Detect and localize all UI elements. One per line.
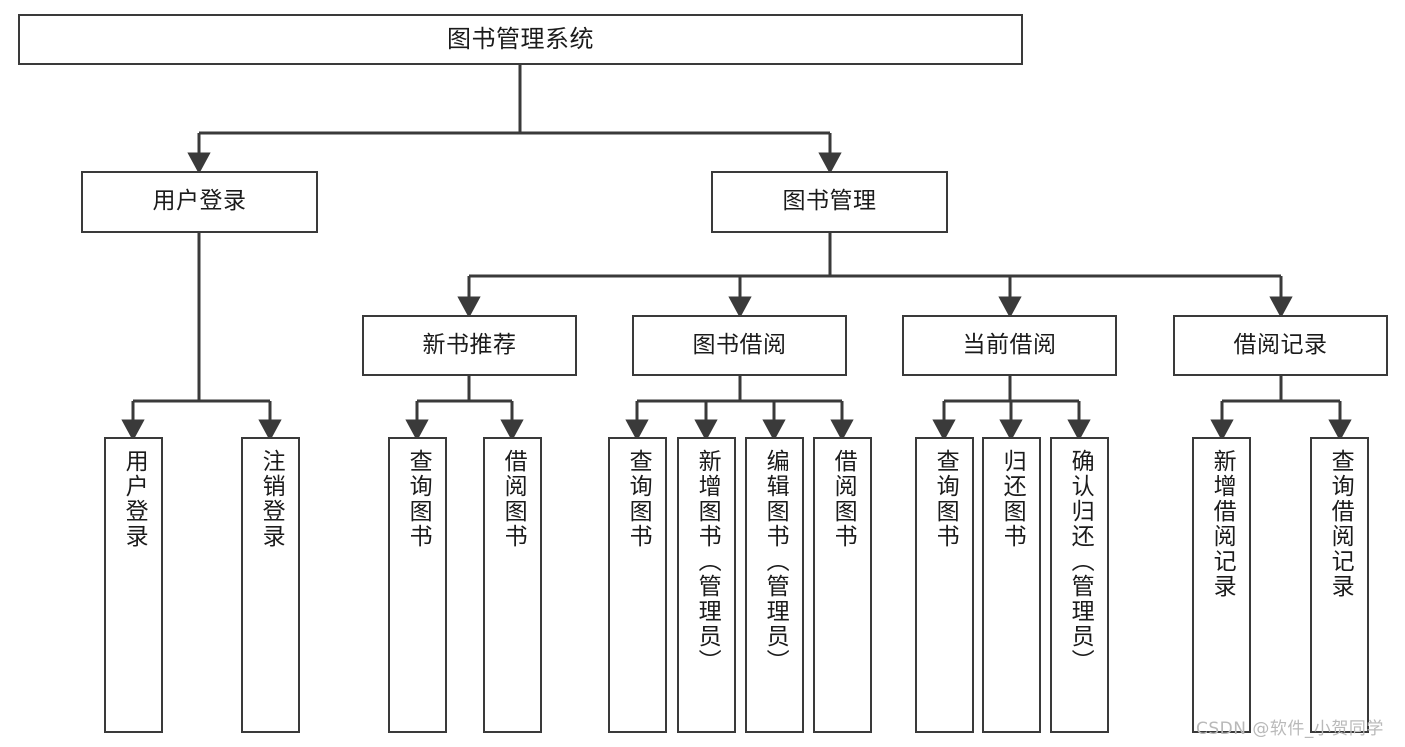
leaf-add-record[interactable]: 新增借阅记录 bbox=[1192, 437, 1251, 733]
node-label: 借阅图书 bbox=[830, 449, 857, 549]
leaf-edit-book[interactable]: 编辑图书（管理员） bbox=[745, 437, 804, 733]
leaf-return-book[interactable]: 归还图书 bbox=[982, 437, 1041, 733]
node-label: 确认归还（管理员） bbox=[1067, 449, 1094, 674]
node-new-book-recommend[interactable]: 新书推荐 bbox=[362, 315, 577, 376]
leaf-user-logout[interactable]: 注销登录 bbox=[241, 437, 300, 733]
node-label: 编辑图书（管理员） bbox=[762, 449, 789, 674]
node-current-borrow[interactable]: 当前借阅 bbox=[902, 315, 1117, 376]
leaf-query-record[interactable]: 查询借阅记录 bbox=[1310, 437, 1369, 733]
node-label: 借阅图书 bbox=[500, 449, 527, 549]
node-label: 新书推荐 bbox=[422, 331, 517, 358]
node-borrow-record[interactable]: 借阅记录 bbox=[1173, 315, 1388, 376]
leaf-query-book-2[interactable]: 查询图书 bbox=[608, 437, 667, 733]
leaf-add-book[interactable]: 新增图书（管理员） bbox=[677, 437, 736, 733]
node-label: 图书借阅 bbox=[692, 331, 787, 358]
leaf-confirm-return[interactable]: 确认归还（管理员） bbox=[1050, 437, 1109, 733]
node-user-login[interactable]: 用户登录 bbox=[81, 171, 318, 233]
node-label: 新增借阅记录 bbox=[1209, 449, 1236, 599]
node-label: 借阅记录 bbox=[1233, 331, 1328, 358]
node-label: 用户登录 bbox=[152, 188, 247, 215]
node-root-book-management-system[interactable]: 图书管理系统 bbox=[18, 14, 1023, 65]
leaf-borrow-book-1[interactable]: 借阅图书 bbox=[483, 437, 542, 733]
leaf-query-book-1[interactable]: 查询图书 bbox=[388, 437, 447, 733]
leaf-borrow-book-2[interactable]: 借阅图书 bbox=[813, 437, 872, 733]
leaf-user-login[interactable]: 用户登录 bbox=[104, 437, 163, 733]
node-label: 用户登录 bbox=[121, 449, 148, 549]
node-label: 查询图书 bbox=[405, 449, 432, 549]
node-label: 查询借阅记录 bbox=[1327, 449, 1354, 599]
leaf-query-book-3[interactable]: 查询图书 bbox=[915, 437, 974, 733]
node-label: 归还图书 bbox=[999, 449, 1026, 549]
node-label: 新增图书（管理员） bbox=[694, 449, 721, 674]
node-book-manage[interactable]: 图书管理 bbox=[711, 171, 948, 233]
node-label: 查询图书 bbox=[625, 449, 652, 549]
node-label: 图书管理系统 bbox=[447, 25, 594, 54]
node-label: 图书管理 bbox=[782, 188, 877, 215]
node-book-borrow[interactable]: 图书借阅 bbox=[632, 315, 847, 376]
node-label: 注销登录 bbox=[258, 449, 285, 549]
node-label: 查询图书 bbox=[932, 449, 959, 549]
csdn-watermark: CSDN @软件_小贺同学 bbox=[1196, 719, 1384, 739]
node-label: 当前借阅 bbox=[962, 331, 1057, 358]
